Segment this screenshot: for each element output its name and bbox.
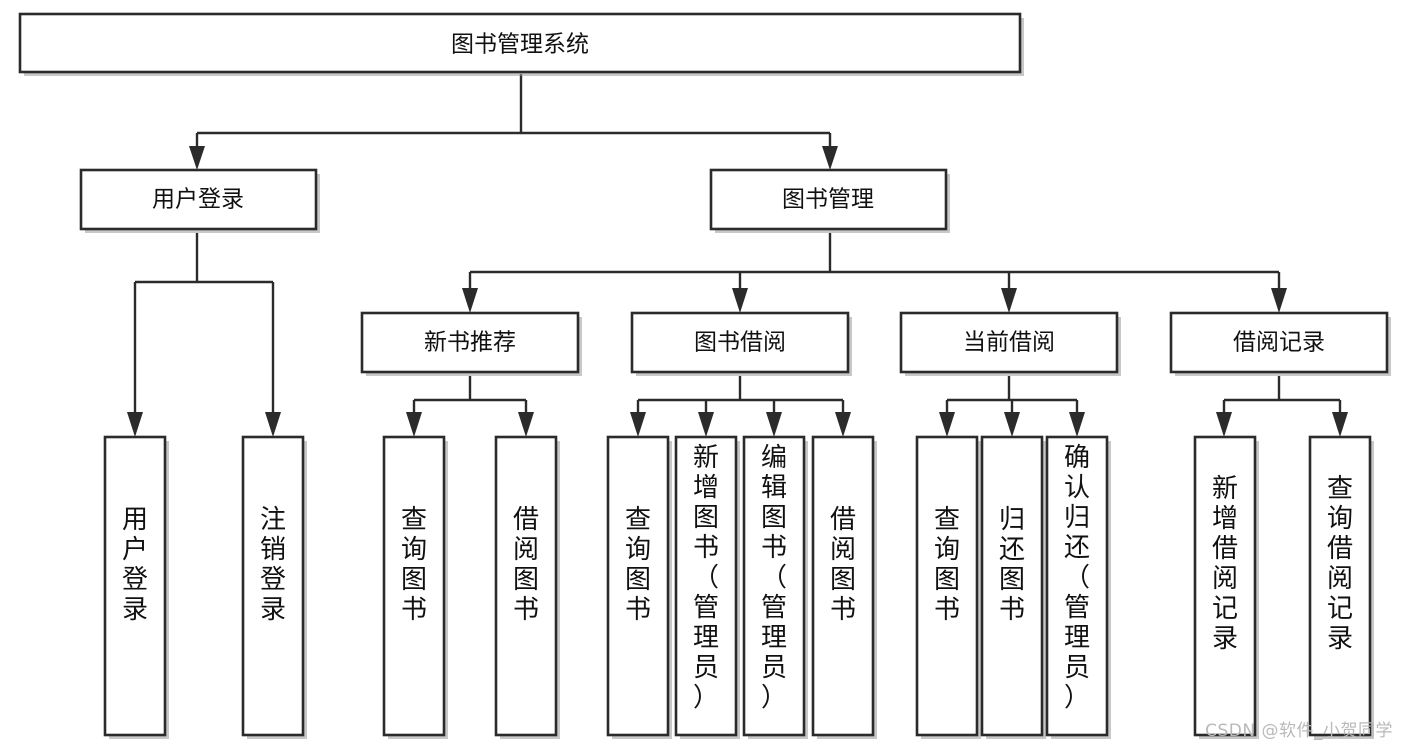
arrowhead-current-borrow (1001, 288, 1017, 313)
node-leaf-query-book-1-label: 查询图书 (401, 505, 427, 625)
node-leaf-add-book-box (674, 435, 738, 737)
arrowhead-leaf-query-record (1332, 412, 1348, 437)
arrowhead-book-manage (822, 146, 838, 170)
node-root-label: 图书管理系统 (451, 32, 589, 58)
arrowhead-leaf-edit-book (766, 412, 782, 437)
arrowhead-leaf-user-login (127, 412, 143, 437)
node-current-borrow-label: 当前借阅 (963, 330, 1055, 356)
arrowhead-leaf-query-book-2 (630, 412, 646, 437)
node-user-login-box (79, 168, 318, 231)
node-leaf-edit-book-box (742, 435, 806, 737)
node-leaf-query-book-2[interactable]: 查询图书 (606, 435, 672, 739)
node-leaf-query-book-3[interactable]: 查询图书 (915, 435, 981, 739)
node-user-login-label: 用户登录 (152, 187, 244, 213)
node-leaf-user-login[interactable]: 用户登录 (103, 435, 169, 739)
node-leaf-query-record-label: 查询借阅记录 (1327, 474, 1353, 654)
arrowhead-leaf-logout (265, 412, 281, 437)
arrowhead-leaf-query-book-1 (406, 412, 422, 437)
node-leaf-add-book-label: 新增图书（管理员） (693, 443, 719, 713)
arrowhead-leaf-query-book-3 (939, 412, 955, 437)
node-new-book-rec-box (360, 311, 580, 374)
node-leaf-return-book-label: 归还图书 (999, 505, 1025, 625)
node-leaf-logout[interactable]: 注销登录 (241, 435, 307, 739)
node-leaf-query-record-box (1308, 435, 1372, 737)
node-new-book-rec-label: 新书推荐 (424, 330, 516, 356)
node-root[interactable]: 图书管理系统 (18, 12, 1024, 76)
node-book-borrow[interactable]: 图书借阅 (630, 311, 852, 376)
node-current-borrow-box (899, 311, 1119, 374)
arrowhead-book-borrow (732, 288, 748, 313)
node-leaf-logout-label: 注销登录 (260, 505, 286, 625)
node-leaf-user-login-label: 用户登录 (122, 505, 148, 625)
arrowhead-leaf-return-book (1004, 412, 1020, 437)
node-leaf-query-book-3-label: 查询图书 (934, 505, 960, 625)
node-leaf-query-book-1-box (382, 435, 446, 737)
node-leaf-borrow-book-2-box (811, 435, 875, 737)
arrowhead-leaf-confirm-return (1069, 412, 1085, 437)
node-leaf-query-book-1[interactable]: 查询图书 (382, 435, 448, 739)
node-current-borrow[interactable]: 当前借阅 (899, 311, 1121, 376)
node-user-login[interactable]: 用户登录 (79, 168, 320, 233)
node-leaf-logout-box (241, 435, 305, 737)
node-leaf-borrow-book-1-label: 借阅图书 (513, 505, 539, 625)
node-leaf-add-record[interactable]: 新增借阅记录 (1193, 435, 1259, 739)
node-leaf-borrow-book-2-label: 借阅图书 (830, 505, 856, 625)
node-leaf-confirm-return-label: 确认归还（管理员） (1064, 443, 1090, 713)
arrowhead-leaf-add-book (698, 412, 714, 437)
node-book-manage[interactable]: 图书管理 (709, 168, 950, 233)
arrowhead-borrow-record (1271, 288, 1287, 313)
node-book-manage-box (709, 168, 948, 231)
arrowhead-leaf-borrow-book-2 (835, 412, 851, 437)
node-leaf-query-book-2-box (606, 435, 670, 737)
arrowhead-leaf-borrow-book-1 (518, 412, 534, 437)
node-leaf-edit-book[interactable]: 编辑图书（管理员） (742, 435, 808, 739)
node-borrow-record-label: 借阅记录 (1233, 330, 1325, 356)
node-leaf-query-book-3-box (915, 435, 979, 737)
node-leaf-return-book[interactable]: 归还图书 (980, 435, 1046, 739)
node-book-borrow-label: 图书借阅 (694, 330, 786, 356)
node-root-box (18, 12, 1022, 74)
node-book-manage-label: 图书管理 (782, 187, 874, 213)
node-borrow-record-box (1169, 311, 1389, 374)
node-book-borrow-box (630, 311, 850, 374)
node-borrow-record[interactable]: 借阅记录 (1169, 311, 1391, 376)
node-leaf-edit-book-label: 编辑图书（管理员） (761, 443, 787, 713)
node-leaf-query-book-2-label: 查询图书 (625, 505, 651, 625)
node-leaf-return-book-box (980, 435, 1044, 737)
node-leaf-borrow-book-1[interactable]: 借阅图书 (494, 435, 560, 739)
node-leaf-add-record-label: 新增借阅记录 (1212, 474, 1238, 654)
node-leaf-add-record-box (1193, 435, 1257, 737)
edges-layer (127, 74, 1348, 437)
arrowhead-user-login (189, 146, 205, 170)
node-leaf-add-book[interactable]: 新增图书（管理员） (674, 435, 740, 739)
node-new-book-rec[interactable]: 新书推荐 (360, 311, 582, 376)
node-leaf-borrow-book-2[interactable]: 借阅图书 (811, 435, 877, 739)
arrowhead-new-book-rec (462, 288, 478, 313)
node-leaf-confirm-return[interactable]: 确认归还（管理员） (1045, 435, 1111, 739)
node-leaf-borrow-book-1-box (494, 435, 558, 737)
arrowhead-leaf-add-record (1216, 412, 1232, 437)
node-leaf-query-record[interactable]: 查询借阅记录 (1308, 435, 1374, 739)
node-leaf-confirm-return-box (1045, 435, 1109, 737)
node-leaf-user-login-box (103, 435, 167, 737)
